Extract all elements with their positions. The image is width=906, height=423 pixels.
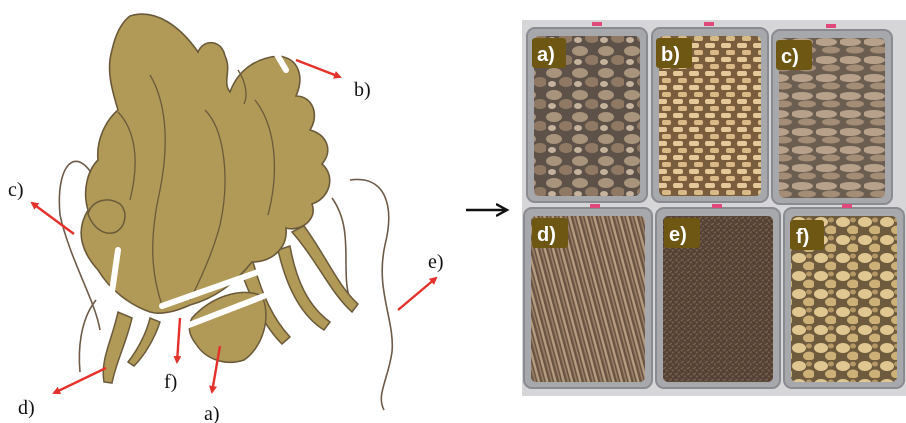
tray-d: d) xyxy=(524,208,652,388)
arrow-f xyxy=(177,318,180,362)
sample-trays-photo: a) b) c) d) e) xyxy=(522,20,906,396)
arrow-b xyxy=(296,60,340,77)
panel-label-e: e) xyxy=(669,224,687,246)
panel-label-c: c) xyxy=(781,46,799,68)
arrow-c xyxy=(32,203,74,234)
label-d: d) xyxy=(18,397,35,419)
tray-e: e) xyxy=(656,208,780,388)
label-c: c) xyxy=(8,179,24,201)
tray-f: f) xyxy=(784,208,904,388)
panel-label-a: a) xyxy=(537,44,555,66)
panel-label-b: b) xyxy=(661,44,680,66)
label-e: e) xyxy=(428,251,444,273)
panel-label-f: f) xyxy=(796,226,809,248)
tray-b: b) xyxy=(652,28,768,202)
arrow-e xyxy=(398,278,436,310)
tray-c: c) xyxy=(772,30,892,204)
rhizome-illustration: b) c) d) e) f) a) xyxy=(8,14,444,423)
tray-a: a) xyxy=(527,28,647,202)
label-b: b) xyxy=(354,79,371,101)
panel-label-d: d) xyxy=(537,224,556,246)
label-a: a) xyxy=(204,403,220,423)
label-f: f) xyxy=(164,371,177,393)
